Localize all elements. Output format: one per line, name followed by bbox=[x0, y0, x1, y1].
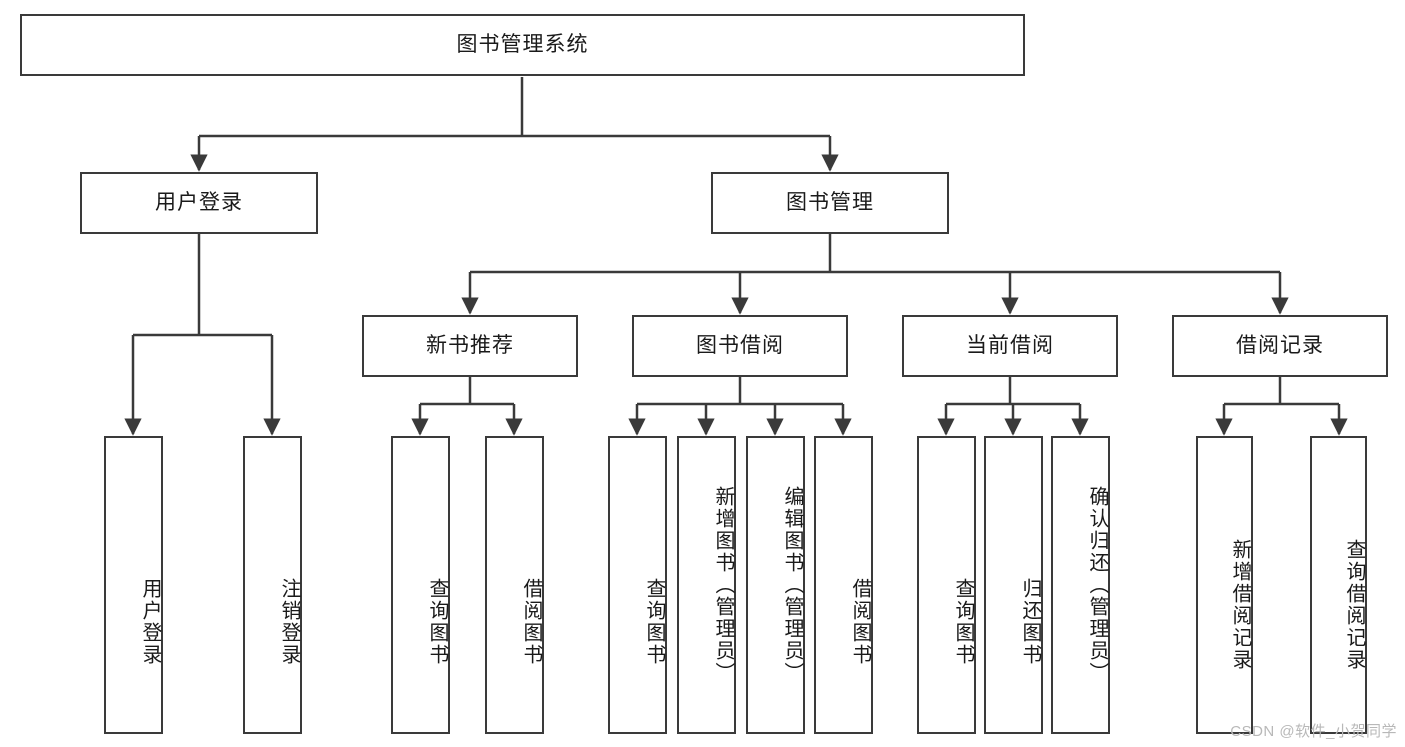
node-leaf-confirm-return-label: 确认归还（管理员） bbox=[1086, 486, 1108, 684]
node-leaf-query-record-label: 查询借阅记录 bbox=[1343, 539, 1365, 671]
node-leaf-logout[interactable]: 注销登录 bbox=[243, 436, 302, 734]
node-leaf-query-record[interactable]: 查询借阅记录 bbox=[1310, 436, 1367, 734]
node-leaf-query-book-3[interactable]: 查询图书 bbox=[917, 436, 976, 734]
node-new-book-rec[interactable]: 新书推荐 bbox=[362, 315, 578, 377]
node-leaf-borrow-book-2-label: 借阅图书 bbox=[849, 578, 871, 666]
node-leaf-logout-label: 注销登录 bbox=[278, 578, 300, 666]
node-root-label: 图书管理系统 bbox=[456, 33, 589, 57]
node-leaf-add-book-label: 新增图书（管理员） bbox=[712, 486, 734, 684]
node-leaf-user-login[interactable]: 用户登录 bbox=[104, 436, 163, 734]
node-leaf-query-book-2-label: 查询图书 bbox=[643, 578, 665, 666]
node-leaf-query-book-1-label: 查询图书 bbox=[426, 578, 448, 666]
node-leaf-add-book[interactable]: 新增图书（管理员） bbox=[677, 436, 736, 734]
node-leaf-confirm-return[interactable]: 确认归还（管理员） bbox=[1051, 436, 1110, 734]
node-book-manage[interactable]: 图书管理 bbox=[711, 172, 949, 234]
node-book-borrow[interactable]: 图书借阅 bbox=[632, 315, 848, 377]
node-user-login-label: 用户登录 bbox=[155, 191, 243, 215]
node-borrow-record-label: 借阅记录 bbox=[1236, 334, 1324, 358]
node-leaf-return-book[interactable]: 归还图书 bbox=[984, 436, 1043, 734]
node-user-login[interactable]: 用户登录 bbox=[80, 172, 318, 234]
node-leaf-return-book-label: 归还图书 bbox=[1019, 578, 1041, 666]
node-book-manage-label: 图书管理 bbox=[786, 191, 874, 215]
node-book-borrow-label: 图书借阅 bbox=[696, 334, 784, 358]
node-leaf-edit-book[interactable]: 编辑图书（管理员） bbox=[746, 436, 805, 734]
node-leaf-borrow-book-1[interactable]: 借阅图书 bbox=[485, 436, 544, 734]
node-leaf-user-login-label: 用户登录 bbox=[139, 578, 161, 666]
node-leaf-borrow-book-2[interactable]: 借阅图书 bbox=[814, 436, 873, 734]
node-new-book-rec-label: 新书推荐 bbox=[426, 334, 514, 358]
csdn-watermark: CSDN @软件_小贺同学 bbox=[1230, 723, 1397, 740]
node-leaf-edit-book-label: 编辑图书（管理员） bbox=[781, 486, 803, 684]
node-borrow-record[interactable]: 借阅记录 bbox=[1172, 315, 1388, 377]
node-leaf-query-book-3-label: 查询图书 bbox=[952, 578, 974, 666]
node-leaf-borrow-book-1-label: 借阅图书 bbox=[520, 578, 542, 666]
node-leaf-query-book-1[interactable]: 查询图书 bbox=[391, 436, 450, 734]
node-root[interactable]: 图书管理系统 bbox=[20, 14, 1025, 76]
node-leaf-add-record[interactable]: 新增借阅记录 bbox=[1196, 436, 1253, 734]
node-current-borrow-label: 当前借阅 bbox=[966, 334, 1054, 358]
node-current-borrow[interactable]: 当前借阅 bbox=[902, 315, 1118, 377]
node-leaf-add-record-label: 新增借阅记录 bbox=[1229, 539, 1251, 671]
node-leaf-query-book-2[interactable]: 查询图书 bbox=[608, 436, 667, 734]
